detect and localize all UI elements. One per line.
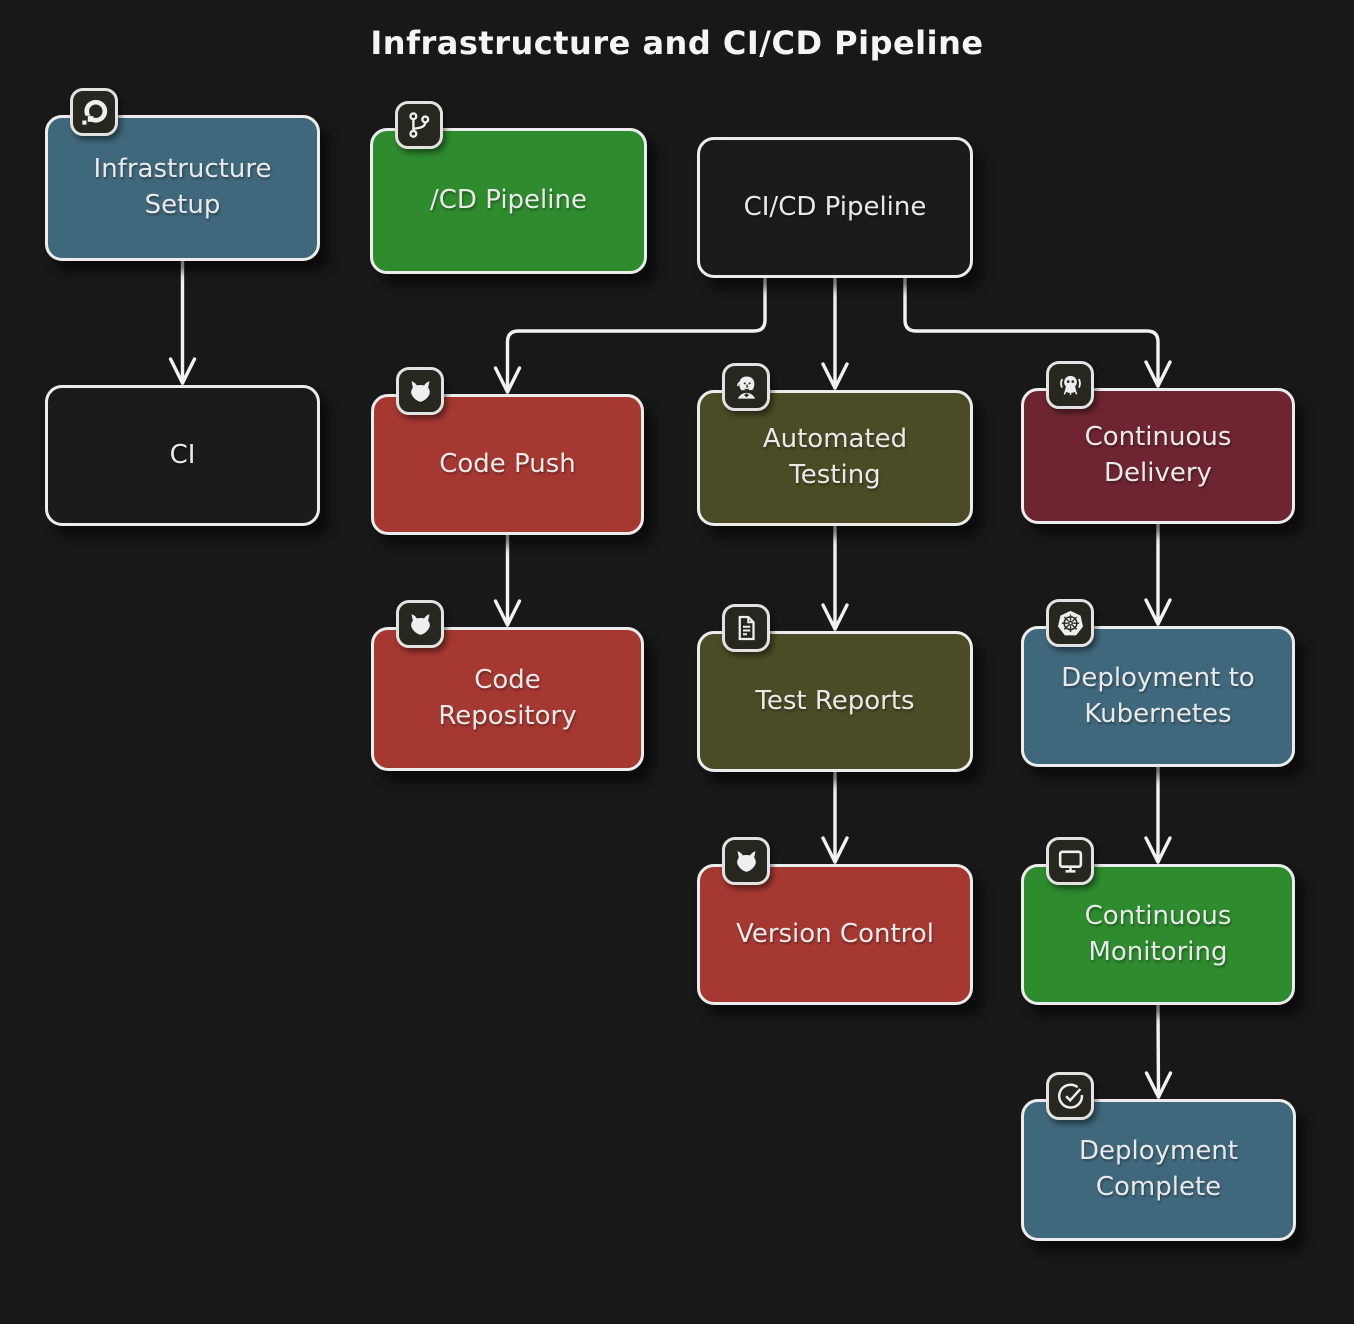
arrowhead-test-reports	[821, 603, 849, 631]
node-test-reports: Test Reports	[697, 604, 973, 772]
arrowhead-code-repository	[493, 599, 522, 627]
check-circle-icon	[1046, 1072, 1094, 1120]
arrowhead-code-push	[493, 366, 522, 394]
arrowhead-deployment-to-kubernetes	[1144, 598, 1172, 626]
node-deployment-complete: Deployment Complete	[1021, 1072, 1296, 1241]
document-icon	[722, 604, 770, 652]
node-code-push: Code Push	[371, 367, 644, 535]
node-deployment-to-kubernetes: Deployment to Kubernetes	[1021, 599, 1295, 767]
jenkins-icon	[722, 363, 770, 411]
digitalocean-icon	[70, 88, 118, 136]
node-label: Code Repository	[438, 665, 577, 731]
kubernetes-icon	[1046, 599, 1094, 647]
node-cd-pipeline: /CD Pipeline	[370, 101, 647, 274]
argocd-icon	[1046, 361, 1094, 409]
arrowhead-continuous-monitoring	[1144, 836, 1172, 864]
node-label: Continuous Monitoring	[1084, 900, 1232, 967]
edge-cicd-pipeline-to-continuous-delivery	[903, 276, 1160, 388]
arrowhead-ci	[168, 357, 197, 385]
node-label: Automated Testing	[762, 424, 908, 490]
git-branch-icon	[395, 101, 443, 149]
node-code-repository: Code Repository	[371, 600, 644, 771]
node-label: Version Control	[736, 918, 934, 949]
gitlab-icon	[396, 600, 444, 648]
node-label: Infrastructure Setup	[93, 154, 272, 220]
gitlab-icon	[396, 367, 444, 415]
node-label: Code Push	[439, 448, 576, 479]
arrowhead-deployment-complete	[1144, 1071, 1173, 1099]
node-version-control: Version Control	[697, 837, 973, 1005]
arrowhead-version-control	[821, 836, 849, 864]
node-label: Continuous Delivery	[1084, 422, 1232, 488]
arrowhead-continuous-delivery	[1144, 360, 1172, 388]
node-label: Test Reports	[755, 685, 915, 716]
node-continuous-monitoring: Continuous Monitoring	[1021, 837, 1295, 1005]
node-infrastructure-setup: Infrastructure Setup	[45, 88, 320, 261]
diagram-title: Infrastructure and CI/CD Pipeline	[370, 24, 984, 62]
node-label: CI	[169, 439, 196, 470]
node-continuous-delivery: Continuous Delivery	[1021, 361, 1295, 524]
edge-continuous-monitoring-to-deployment-complete	[1156, 1003, 1161, 1099]
node-automated-testing: Automated Testing	[697, 363, 973, 526]
node-label: Deployment Complete	[1078, 1136, 1239, 1202]
edge-cicd-pipeline-to-code-push	[505, 276, 767, 394]
node-cicd-pipeline: CI/CD Pipeline	[697, 137, 973, 278]
arrowhead-automated-testing	[821, 362, 849, 390]
monitor-icon	[1046, 837, 1094, 885]
gitlab-icon	[722, 837, 770, 885]
node-label: CI/CD Pipeline	[743, 191, 927, 222]
node-label: /CD Pipeline	[430, 185, 587, 216]
node-ci: CI	[45, 385, 320, 526]
node-label: Deployment to Kubernetes	[1061, 662, 1255, 729]
